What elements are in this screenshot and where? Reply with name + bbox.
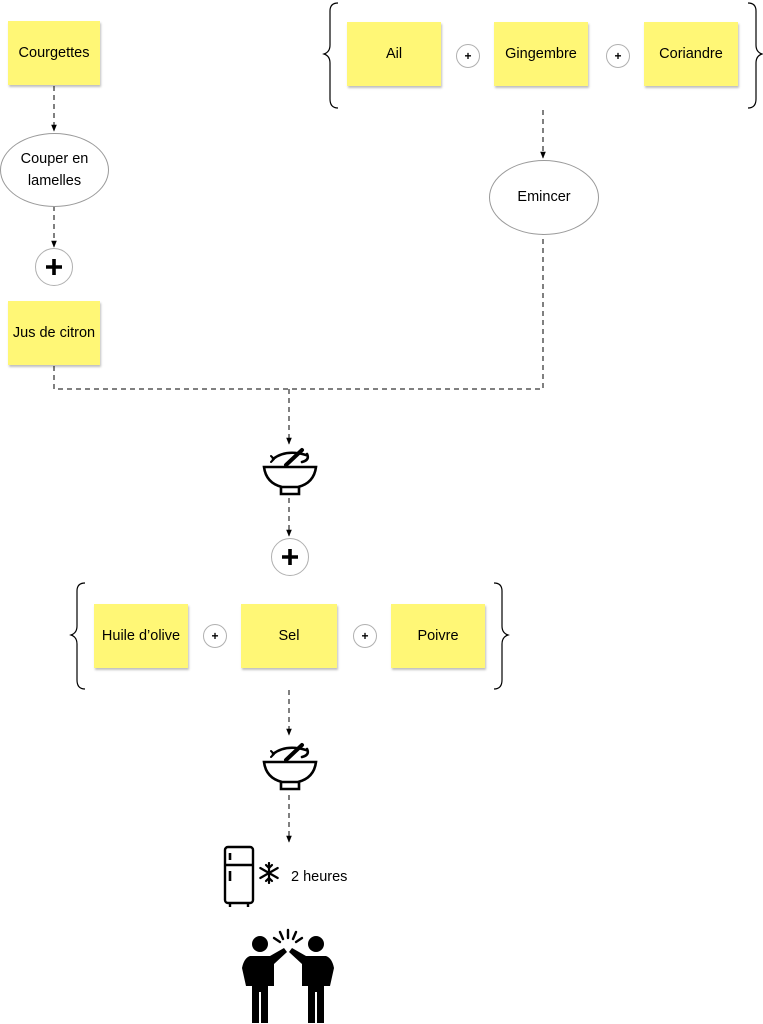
sticky-courgettes: Courgettes <box>8 21 100 85</box>
courgettes-label: Courgettes <box>18 44 90 61</box>
couper-line1: Couper en <box>20 150 89 167</box>
snowflake-icon <box>259 862 279 884</box>
brace-bottom-left <box>69 582 86 690</box>
fridge-duration: 2 heures <box>291 869 348 885</box>
emincer-label: Emincer <box>517 189 571 206</box>
coriandre-label: Coriandre <box>659 45 723 62</box>
step-couper-en-lamelles: Couper en lamelles <box>0 133 109 207</box>
sticky-ail: Ail <box>347 22 441 86</box>
plus-operator-1 <box>35 248 73 286</box>
sticky-huile-olive: Huile d’olive <box>94 604 188 668</box>
plus-small-1-label: + <box>464 49 472 63</box>
huile-olive-label: Huile d’olive <box>101 627 181 644</box>
plus-icon <box>282 549 298 565</box>
brace-top-right <box>747 2 763 109</box>
brace-top-left <box>322 2 339 109</box>
high-five-icon <box>242 928 334 1023</box>
mortar-bowl-icon <box>262 448 318 496</box>
ail-label: Ail <box>385 45 403 62</box>
plus-small-3: + <box>203 624 227 648</box>
poivre-label: Poivre <box>417 627 459 644</box>
sticky-poivre: Poivre <box>391 604 485 668</box>
mortar-bowl-icon <box>262 743 318 791</box>
step-emincer: Emincer <box>489 160 599 235</box>
plus-small-1: + <box>456 44 480 68</box>
plus-small-4-label: + <box>361 629 369 643</box>
sticky-jus-de-citron: Jus de citron <box>8 301 100 365</box>
jus-citron-label: Jus de citron <box>12 324 96 341</box>
merge-line <box>53 234 544 390</box>
brace-bottom-right <box>493 582 510 690</box>
sticky-coriandre: Coriandre <box>644 22 738 86</box>
sticky-gingembre: Gingembre <box>494 22 588 86</box>
fridge-icon <box>223 845 255 907</box>
gingembre-label: Gingembre <box>505 45 577 62</box>
plus-small-4: + <box>353 624 377 648</box>
plus-operator-2 <box>271 538 309 576</box>
plus-small-2-label: + <box>614 49 622 63</box>
plus-small-3-label: + <box>211 629 219 643</box>
sel-label: Sel <box>278 627 300 644</box>
sticky-sel: Sel <box>241 604 337 668</box>
plus-small-2: + <box>606 44 630 68</box>
plus-icon <box>46 259 62 275</box>
couper-line2: lamelles <box>27 173 82 189</box>
